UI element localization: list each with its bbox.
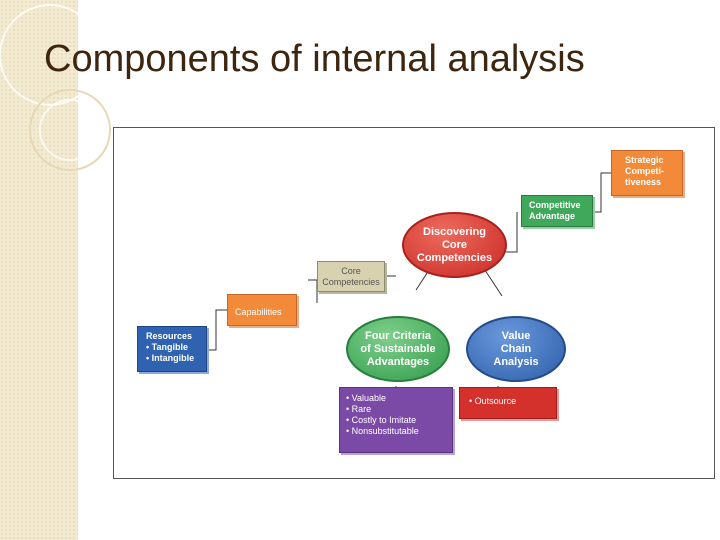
four-criteria-line-1: Four Criteria	[364, 329, 431, 342]
criteria-item-costly-to-imitate: Costly to Imitate	[346, 415, 452, 426]
four-criteria-ellipse: Four Criteria of Sustainable Advantages	[346, 316, 450, 382]
core-competencies-line-2: Competencies	[322, 277, 380, 287]
discovering-line-2: Core	[441, 238, 468, 251]
capabilities-box: Capabilities	[227, 294, 297, 326]
value-chain-analysis-ellipse: Value Chain Analysis	[466, 316, 566, 382]
core-competencies-line-1: Core	[341, 266, 361, 276]
value-chain-line-3: Analysis	[493, 355, 539, 368]
discovering-line-1: Discovering	[423, 225, 486, 238]
strategic-competitiveness-line-3: tiveness	[625, 177, 662, 187]
criteria-item-rare: Rare	[346, 404, 452, 415]
core-competencies-box: Core Competencies	[317, 261, 385, 292]
discovering-line-3: Competencies	[416, 251, 493, 264]
discovering-core-competencies-ellipse: Discovering Core Competencies	[402, 212, 507, 278]
competitive-advantage-line-1: Competitive	[529, 200, 581, 210]
resources-box: Resources Tangible Intangible	[137, 326, 207, 372]
value-chain-line-2: Chain	[500, 342, 532, 355]
criteria-list-box: Valuable Rare Costly to Imitate Nonsubst…	[339, 387, 453, 453]
strategic-competitiveness-box: Strategic Competi- tiveness	[611, 150, 683, 196]
criteria-item-valuable: Valuable	[346, 393, 452, 404]
internal-analysis-diagram: Strategic Competi- tiveness Competitive …	[113, 127, 715, 479]
value-chain-line-1: Value	[501, 329, 531, 342]
resources-item-intangible: Intangible	[146, 353, 206, 364]
competitive-advantage-box: Competitive Advantage	[521, 195, 593, 227]
four-criteria-line-3: Advantages	[366, 355, 430, 368]
outsource-box: Outsource	[459, 387, 557, 419]
strategic-competitiveness-line-2: Competi-	[625, 166, 664, 176]
capabilities-label: Capabilities	[235, 307, 282, 317]
slide-title: Components of internal analysis	[44, 38, 585, 80]
outsource-item: Outsource	[469, 396, 556, 407]
decorative-circles	[0, 4, 111, 171]
competitive-advantage-line-2: Advantage	[529, 211, 576, 221]
criteria-item-nonsubstitutable: Nonsubstitutable	[346, 426, 452, 437]
resources-item-tangible: Tangible	[146, 342, 206, 353]
four-criteria-line-2: of Sustainable	[360, 342, 436, 355]
strategic-competitiveness-line-1: Strategic	[625, 155, 664, 165]
resources-title: Resources	[146, 331, 193, 341]
